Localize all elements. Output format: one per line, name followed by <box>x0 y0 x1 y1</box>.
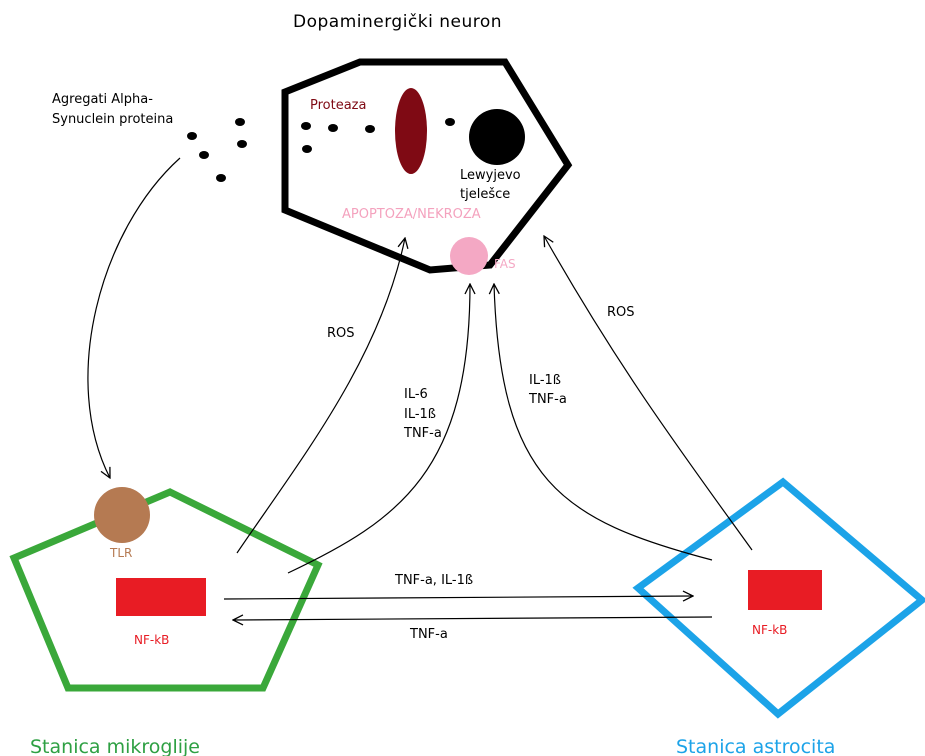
aggregates-to-tlr-arrow <box>87 157 181 478</box>
microglia-ros-arrow <box>236 238 405 554</box>
alpha-synuclein-aggregates <box>187 118 247 182</box>
fas-label: FAS <box>494 257 516 271</box>
ros-left-label: ROS <box>327 326 355 341</box>
microglia-cytokine-1: IL-6 <box>404 387 428 402</box>
aggregates-label-line1: Agregati Alpha- <box>52 92 153 107</box>
lewy-body-label-line2: tjelešce <box>460 187 510 202</box>
microglia-cytokine-3: TNF-a <box>403 426 442 441</box>
astrocyte-cytokines-arrow <box>494 284 713 561</box>
apoptosis-label: APOPTOZA/NEKROZA <box>342 207 481 222</box>
microglia-to-astrocyte-arrow <box>223 596 693 599</box>
lewy-body-label-line1: Lewyjevo <box>460 168 521 183</box>
protease-shape <box>395 88 427 174</box>
fas-receptor <box>450 237 488 275</box>
nfkb-microglia-box <box>116 578 206 616</box>
ros-right-label: ROS <box>607 305 635 320</box>
microglia-caption: Stanica mikroglije <box>30 736 200 756</box>
microglia-cytokine-2: IL-1ß <box>404 407 436 422</box>
astrocyte-to-microglia-label: TNF-a <box>409 627 448 642</box>
microglia-cell-outline <box>9 488 323 692</box>
neuron-title: Dopaminergički neuron <box>293 12 502 32</box>
lewy-body-shape <box>469 109 525 165</box>
neuron-cell-outline <box>281 58 573 274</box>
aggregates-label-line2: Synuclein proteina <box>52 112 173 127</box>
nfkb-astrocyte-label: NF-kB <box>752 623 787 637</box>
microglia-cytokines-arrow <box>287 284 470 574</box>
astrocyte-cytokine-2: TNF-a <box>528 392 567 407</box>
nfkb-astrocyte-box <box>748 570 822 610</box>
nfkb-microglia-label: NF-kB <box>134 633 169 647</box>
astrocyte-cytokine-1: IL-1ß <box>529 373 561 388</box>
neuron-aggregate-dots <box>301 118 455 153</box>
astrocyte-caption: Stanica astrocita <box>676 736 835 756</box>
astrocyte-ros-arrow <box>544 236 753 551</box>
tlr-receptor <box>94 487 150 543</box>
protease-label: Proteaza <box>310 98 366 113</box>
astrocyte-to-microglia-arrow <box>233 617 713 620</box>
tlr-label: TLR <box>109 546 132 560</box>
microglia-to-astrocyte-label: TNF-a, IL-1ß <box>394 573 473 588</box>
